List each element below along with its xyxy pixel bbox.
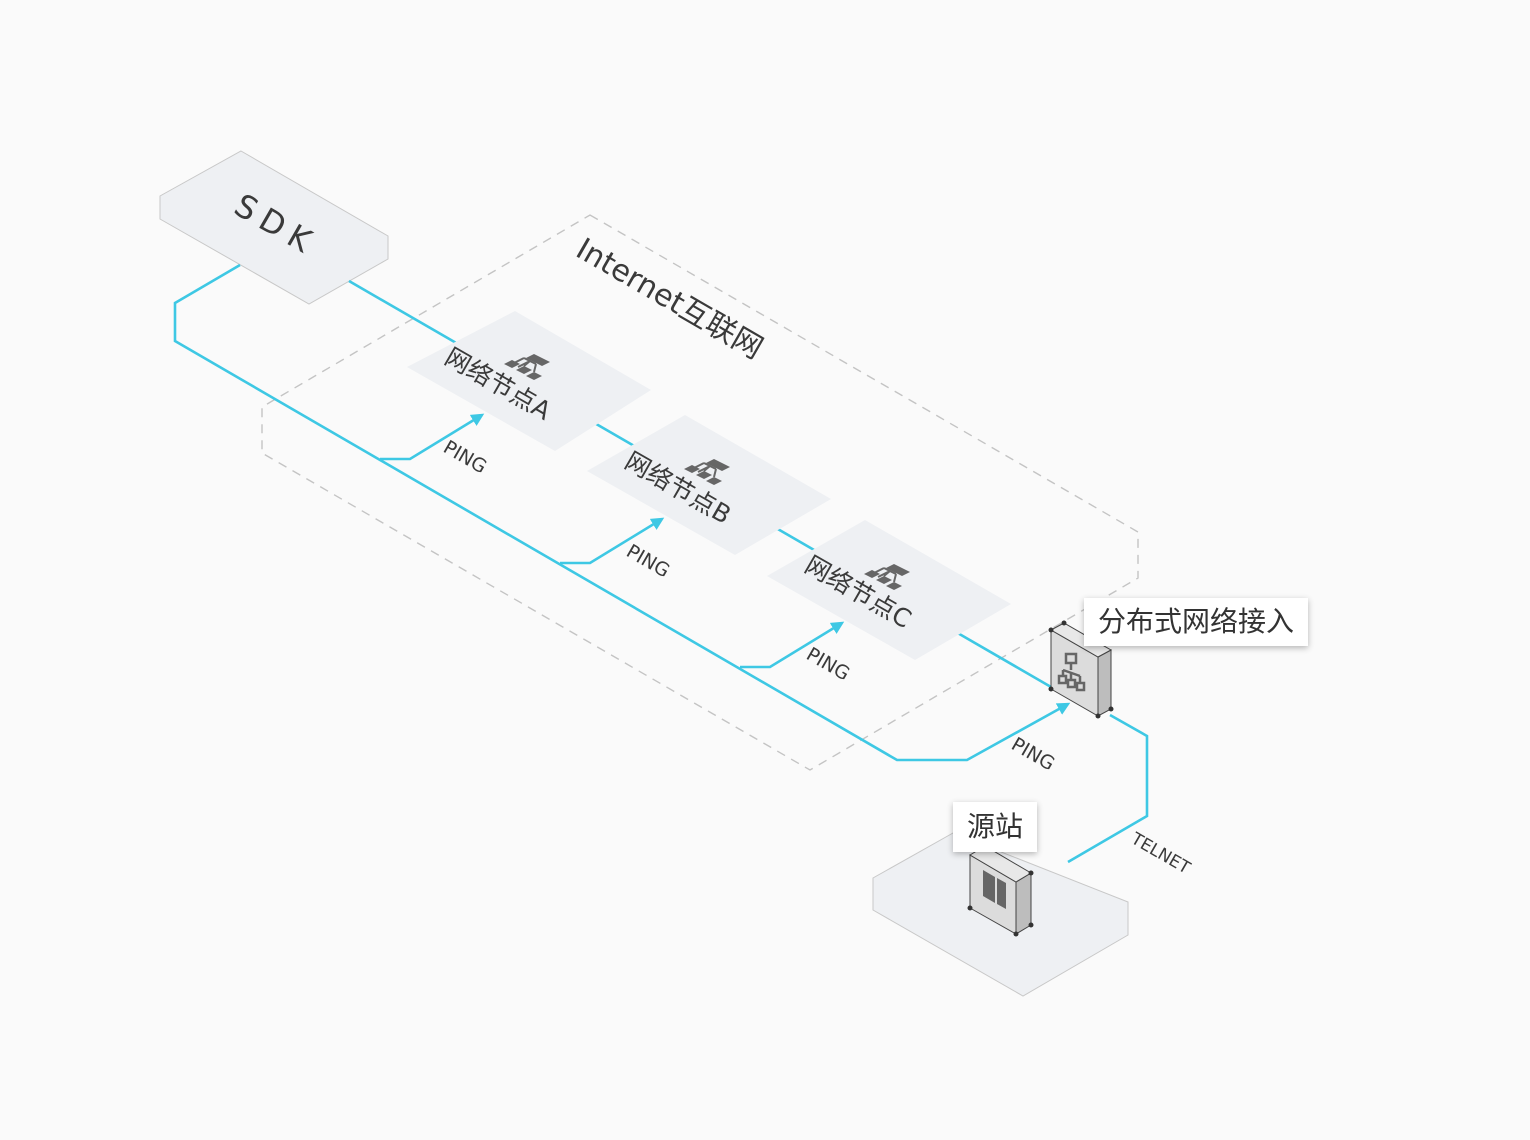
sdk-main-trunk (173, 263, 1071, 762)
network-node-c[interactable]: 网络节点C (767, 520, 1011, 660)
ping-branch-a (380, 413, 485, 461)
ping-label-c: PING (803, 643, 854, 685)
server-rack-icon (983, 870, 1006, 909)
network-node-b[interactable]: 网络节点B (587, 415, 831, 555)
telnet-label: TELNET (1127, 829, 1194, 879)
internet-zone-border (261, 214, 1139, 771)
internet-zone-label: Internet互联网 (570, 232, 769, 367)
org-chart-server-icon (1057, 652, 1086, 692)
ping-label-a: PING (440, 436, 491, 478)
ping-label-b: PING (623, 540, 674, 582)
sdk-block[interactable]: SDK (159, 150, 389, 305)
access-server[interactable] (1048, 620, 1114, 719)
telnet-link (1067, 713, 1149, 864)
access-callout: 分布式网络接入 (1084, 598, 1309, 646)
ping-branch-b (560, 517, 665, 565)
origin-block[interactable] (872, 832, 1129, 997)
access-label: 分布式网络接入 (1098, 605, 1295, 638)
origin-label: 源站 (967, 810, 1024, 843)
origin-callout: 源站 (953, 802, 1038, 852)
ping-branch-c (740, 621, 845, 669)
ping-label-access: PING (1008, 733, 1059, 775)
network-node-a[interactable]: 网络节点A (407, 311, 651, 451)
